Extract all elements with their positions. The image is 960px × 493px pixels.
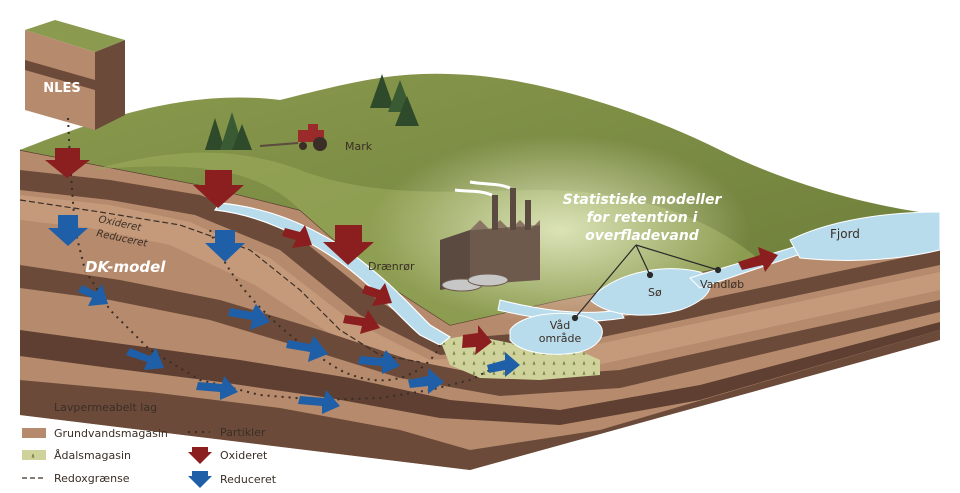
redox-line <box>19 199 421 363</box>
legend-redox: Redoxgrænse <box>54 472 130 485</box>
nles-box: NLES <box>25 20 125 130</box>
stat-model-line1: Statistiske modeller <box>563 192 723 208</box>
dk-model-label: DK-model <box>85 258 166 276</box>
soe-label: Sø <box>648 286 662 299</box>
legend-swatch-lavpermeabelt <box>22 402 46 412</box>
tractor-icon <box>259 124 327 151</box>
water-features <box>213 202 941 355</box>
vandloeb-label: Vandløb <box>700 278 744 291</box>
vaad-label-2: område <box>539 332 582 345</box>
legend: Lavpermeabelt lag Grundvandsmagasin Ådal… <box>22 401 277 488</box>
fjord-label: Fjord <box>830 227 860 241</box>
reduced-arrows <box>48 215 520 414</box>
nles-label: NLES <box>43 81 80 96</box>
draenroer-label: Drænrør <box>368 260 415 273</box>
pointer-lines <box>571 244 722 322</box>
tree-icon <box>205 74 419 150</box>
stat-model-line3: overfladevand <box>585 228 700 244</box>
vaad-label-1: Våd <box>550 319 570 332</box>
legend-reduceret: Reduceret <box>220 473 277 486</box>
mark-label: Mark <box>345 140 373 153</box>
legend-partikler: Partikler <box>220 426 266 439</box>
legend-grundvand: Grundvandsmagasin <box>54 427 168 440</box>
factory-icon <box>440 180 540 292</box>
legend-swatch-reduceret <box>188 471 212 488</box>
legend-swatch-grundvand <box>22 428 46 438</box>
legend-aadal: Ådalsmagasin <box>54 449 131 462</box>
oxidized-arrows <box>45 148 778 355</box>
legend-swatch-oxideret <box>188 447 212 464</box>
legend-oxideret: Oxideret <box>220 449 268 462</box>
legend-lavpermeabelt: Lavpermeabelt lag <box>54 401 157 414</box>
stat-model-line2: for retention i <box>587 210 698 226</box>
legend-swatch-aadal <box>22 450 46 460</box>
